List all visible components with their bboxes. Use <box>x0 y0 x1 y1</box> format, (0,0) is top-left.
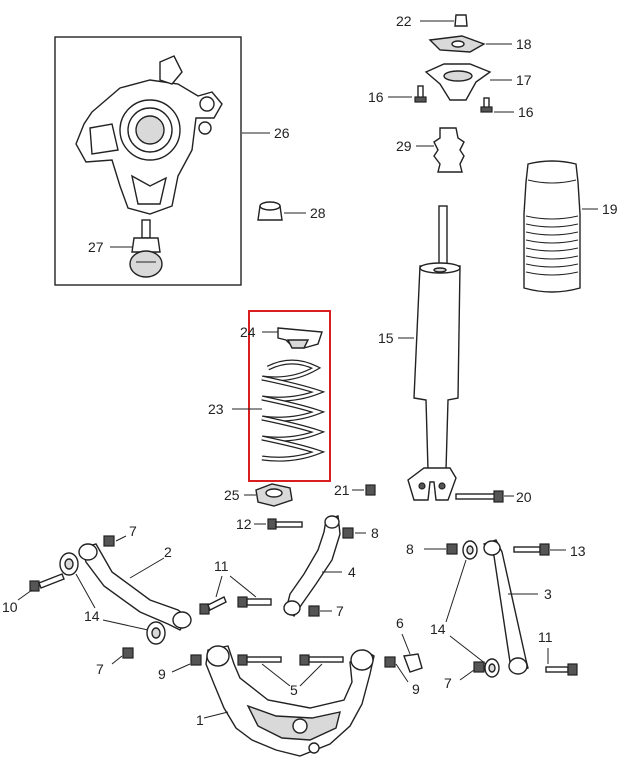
callout-4: 4 <box>348 564 356 580</box>
callout-12: 12 <box>236 516 252 532</box>
part-7-nut-lower-left[interactable] <box>122 647 134 659</box>
part-20-bolt[interactable] <box>455 490 504 503</box>
callout-7-lower-left: 7 <box>96 661 104 677</box>
part-9-nut-right[interactable] <box>384 656 396 668</box>
callout-3: 3 <box>544 586 552 602</box>
callout-25: 25 <box>224 487 240 503</box>
part-9-nut-left[interactable] <box>190 654 202 666</box>
part-11-bolt-b[interactable] <box>237 596 272 608</box>
callout-27: 27 <box>88 239 104 255</box>
part-21-nut[interactable] <box>365 484 376 496</box>
part-26-knuckle[interactable] <box>75 55 223 215</box>
callout-28: 28 <box>310 205 326 221</box>
part-14-bushing-right-upper[interactable] <box>462 540 478 560</box>
callout-9-left: 9 <box>158 666 166 682</box>
callout-8-right: 8 <box>406 541 414 557</box>
callout-10: 10 <box>2 599 18 615</box>
callout-22: 22 <box>396 13 412 29</box>
callout-7-upper-left: 7 <box>129 523 137 539</box>
part-5-bolt-right[interactable] <box>299 654 344 666</box>
highlight-frame <box>248 310 331 482</box>
part-10-bolt[interactable] <box>29 573 65 592</box>
callout-13: 13 <box>570 543 586 559</box>
callout-15: 15 <box>378 330 394 346</box>
callout-20: 20 <box>516 489 532 505</box>
part-14-bushing-left-upper[interactable] <box>59 552 79 576</box>
part-12-bolt[interactable] <box>267 518 303 530</box>
callout-7-right: 7 <box>444 675 452 691</box>
part-18-plate[interactable] <box>428 35 486 53</box>
callout-2: 2 <box>164 544 172 560</box>
callout-5: 5 <box>290 682 298 698</box>
part-16-bolt-right[interactable] <box>480 97 493 113</box>
callout-21: 21 <box>334 482 350 498</box>
callout-16-left: 16 <box>368 89 384 105</box>
part-15-shock-absorber[interactable] <box>407 205 461 501</box>
part-25-spring-seat[interactable] <box>255 483 293 507</box>
part-28-nut[interactable] <box>257 201 283 221</box>
part-6-bushing[interactable] <box>403 653 423 673</box>
part-5-bolt-left[interactable] <box>237 654 282 666</box>
part-11-bolt-a[interactable] <box>199 596 227 615</box>
part-22-nut[interactable] <box>454 14 468 27</box>
callout-26: 26 <box>274 125 290 141</box>
callout-7-center: 7 <box>336 603 344 619</box>
callout-11-center: 11 <box>214 558 229 574</box>
part-7-nut-right[interactable] <box>473 661 485 673</box>
callout-17: 17 <box>516 72 532 88</box>
part-4-control-arm[interactable] <box>283 515 341 618</box>
part-14-bushing-left-lower[interactable] <box>146 621 166 645</box>
callout-8-center: 8 <box>371 525 379 541</box>
part-7-nut-upper-left[interactable] <box>103 535 115 547</box>
part-1-lower-control-arm[interactable] <box>205 645 375 757</box>
part-11-bolt-c[interactable] <box>545 663 578 676</box>
callout-11-right: 11 <box>538 629 553 645</box>
part-16-bolt-left[interactable] <box>414 85 427 103</box>
knuckle-inset-frame <box>54 36 242 286</box>
part-8-nut-center[interactable] <box>342 527 354 539</box>
callout-16-right: 16 <box>518 104 534 120</box>
part-24-spring-isolator[interactable] <box>277 327 323 349</box>
part-7-nut-center[interactable] <box>308 605 320 617</box>
part-13-bolt[interactable] <box>513 543 550 556</box>
part-23-coil-spring[interactable] <box>261 359 326 462</box>
callout-6: 6 <box>396 615 404 631</box>
callout-14-right: 14 <box>430 621 446 637</box>
part-19-dust-boot[interactable] <box>523 160 581 293</box>
part-27-ball-joint[interactable] <box>129 219 163 278</box>
callout-29: 29 <box>396 138 412 154</box>
callout-1: 1 <box>196 712 204 728</box>
callout-24: 24 <box>240 324 256 340</box>
callout-14-left: 14 <box>84 608 100 624</box>
callout-19: 19 <box>602 201 618 217</box>
part-3-trailing-link[interactable] <box>482 539 529 675</box>
callout-18: 18 <box>516 36 532 52</box>
part-29-jounce-bumper[interactable] <box>433 127 465 173</box>
part-8-nut-right[interactable] <box>446 543 458 555</box>
part-2-lateral-link[interactable] <box>78 543 192 631</box>
callout-9-right: 9 <box>412 681 420 697</box>
part-17-upper-mount[interactable] <box>424 63 492 101</box>
callout-23: 23 <box>208 401 224 417</box>
part-14-bushing-right-lower[interactable] <box>484 658 500 678</box>
